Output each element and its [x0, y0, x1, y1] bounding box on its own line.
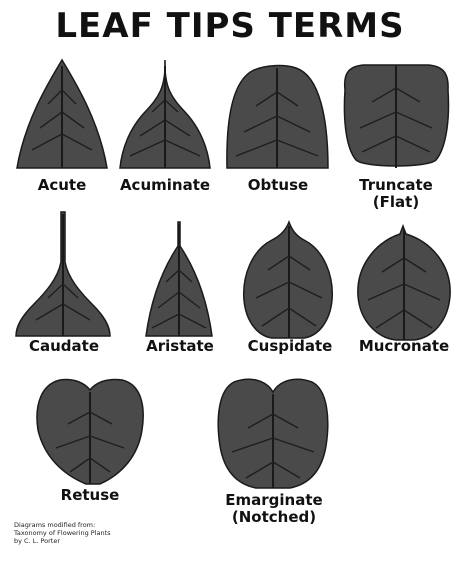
label-obtuse: Obtuse: [228, 177, 328, 194]
label-mucronate: Mucronate: [350, 338, 458, 355]
mucronate-leaf-icon: [358, 226, 450, 340]
label-caudate: Caudate: [12, 338, 116, 355]
truncate-leaf-icon: [344, 65, 448, 168]
label-retuse: Retuse: [40, 487, 140, 504]
label-truncate: Truncate (Flat): [342, 177, 450, 211]
label-cuspidate: Cuspidate: [234, 338, 346, 355]
source-credit: Diagrams modified from: Taxonomy of Flow…: [14, 521, 111, 545]
caudate-leaf-icon: [16, 212, 110, 336]
retuse-leaf-icon: [37, 379, 143, 484]
aristate-leaf-icon: [146, 222, 212, 336]
label-aristate: Aristate: [130, 338, 230, 355]
obtuse-leaf-icon: [227, 66, 328, 168]
label-acute: Acute: [12, 177, 112, 194]
cuspidate-leaf-icon: [244, 222, 333, 338]
acuminate-leaf-icon: [120, 60, 210, 168]
acute-leaf-icon: [17, 60, 107, 168]
label-acuminate: Acuminate: [108, 177, 222, 194]
label-emarginate: Emarginate (Notched): [214, 492, 334, 526]
emarginate-leaf-icon: [218, 379, 328, 488]
